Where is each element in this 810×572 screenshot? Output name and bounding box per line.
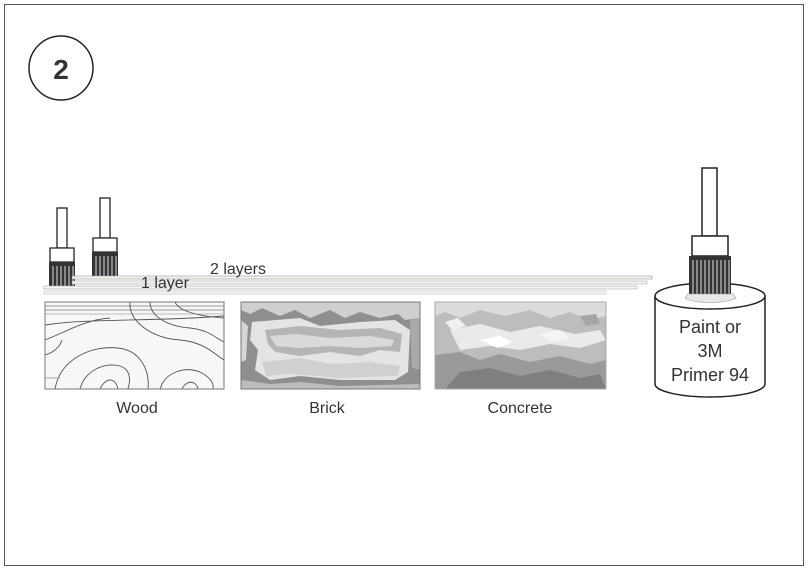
can-label-line-3: Primer 94 bbox=[671, 365, 749, 385]
step-badge: 2 bbox=[28, 35, 94, 101]
wood-surface bbox=[44, 301, 225, 390]
small-brush-1-icon bbox=[49, 207, 75, 288]
can-label-line-1: Paint or bbox=[679, 317, 741, 337]
concrete-label: Concrete bbox=[488, 400, 553, 417]
diagram-frame bbox=[4, 4, 804, 566]
step-number: 2 bbox=[53, 54, 69, 85]
brick-surface bbox=[240, 301, 421, 390]
concrete-surface bbox=[434, 301, 607, 390]
layer-lines bbox=[43, 275, 653, 295]
large-brush-icon bbox=[684, 167, 737, 303]
can-label-line-2: 3M bbox=[697, 341, 722, 361]
can-label: Paint or 3M Primer 94 bbox=[671, 317, 749, 385]
one-layer-label: 1 layer bbox=[141, 275, 190, 292]
brick-label: Brick bbox=[309, 400, 346, 417]
two-layers-label: 2 layers bbox=[210, 261, 266, 278]
small-brush-2-icon bbox=[92, 197, 118, 278]
wood-label: Wood bbox=[116, 400, 158, 417]
